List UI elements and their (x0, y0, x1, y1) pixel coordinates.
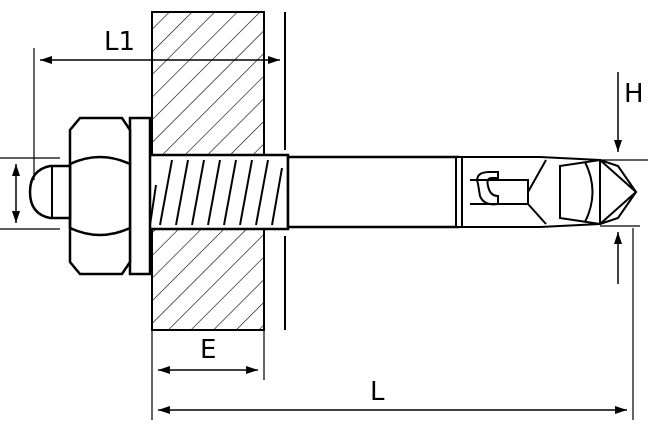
bolt-thread (149, 159, 283, 226)
washer (128, 116, 152, 276)
dimension-l: L (158, 228, 634, 420)
expansion-sleeve (455, 156, 638, 228)
bolt-shank (146, 153, 290, 231)
dimension-label-h: H (624, 79, 644, 109)
dimension-h: H (600, 72, 648, 284)
dimension-label-e: E (200, 335, 216, 365)
dimension-label-l: L (370, 377, 385, 407)
dimension-e: E (151, 330, 265, 420)
bolt-end-cap (28, 164, 72, 220)
dimension-l1: L1 (33, 27, 280, 180)
bolt-smooth-shank (286, 155, 460, 229)
dimension-diameter (0, 157, 60, 230)
dimension-label-l1: L1 (104, 27, 135, 57)
hex-nut (68, 116, 132, 276)
